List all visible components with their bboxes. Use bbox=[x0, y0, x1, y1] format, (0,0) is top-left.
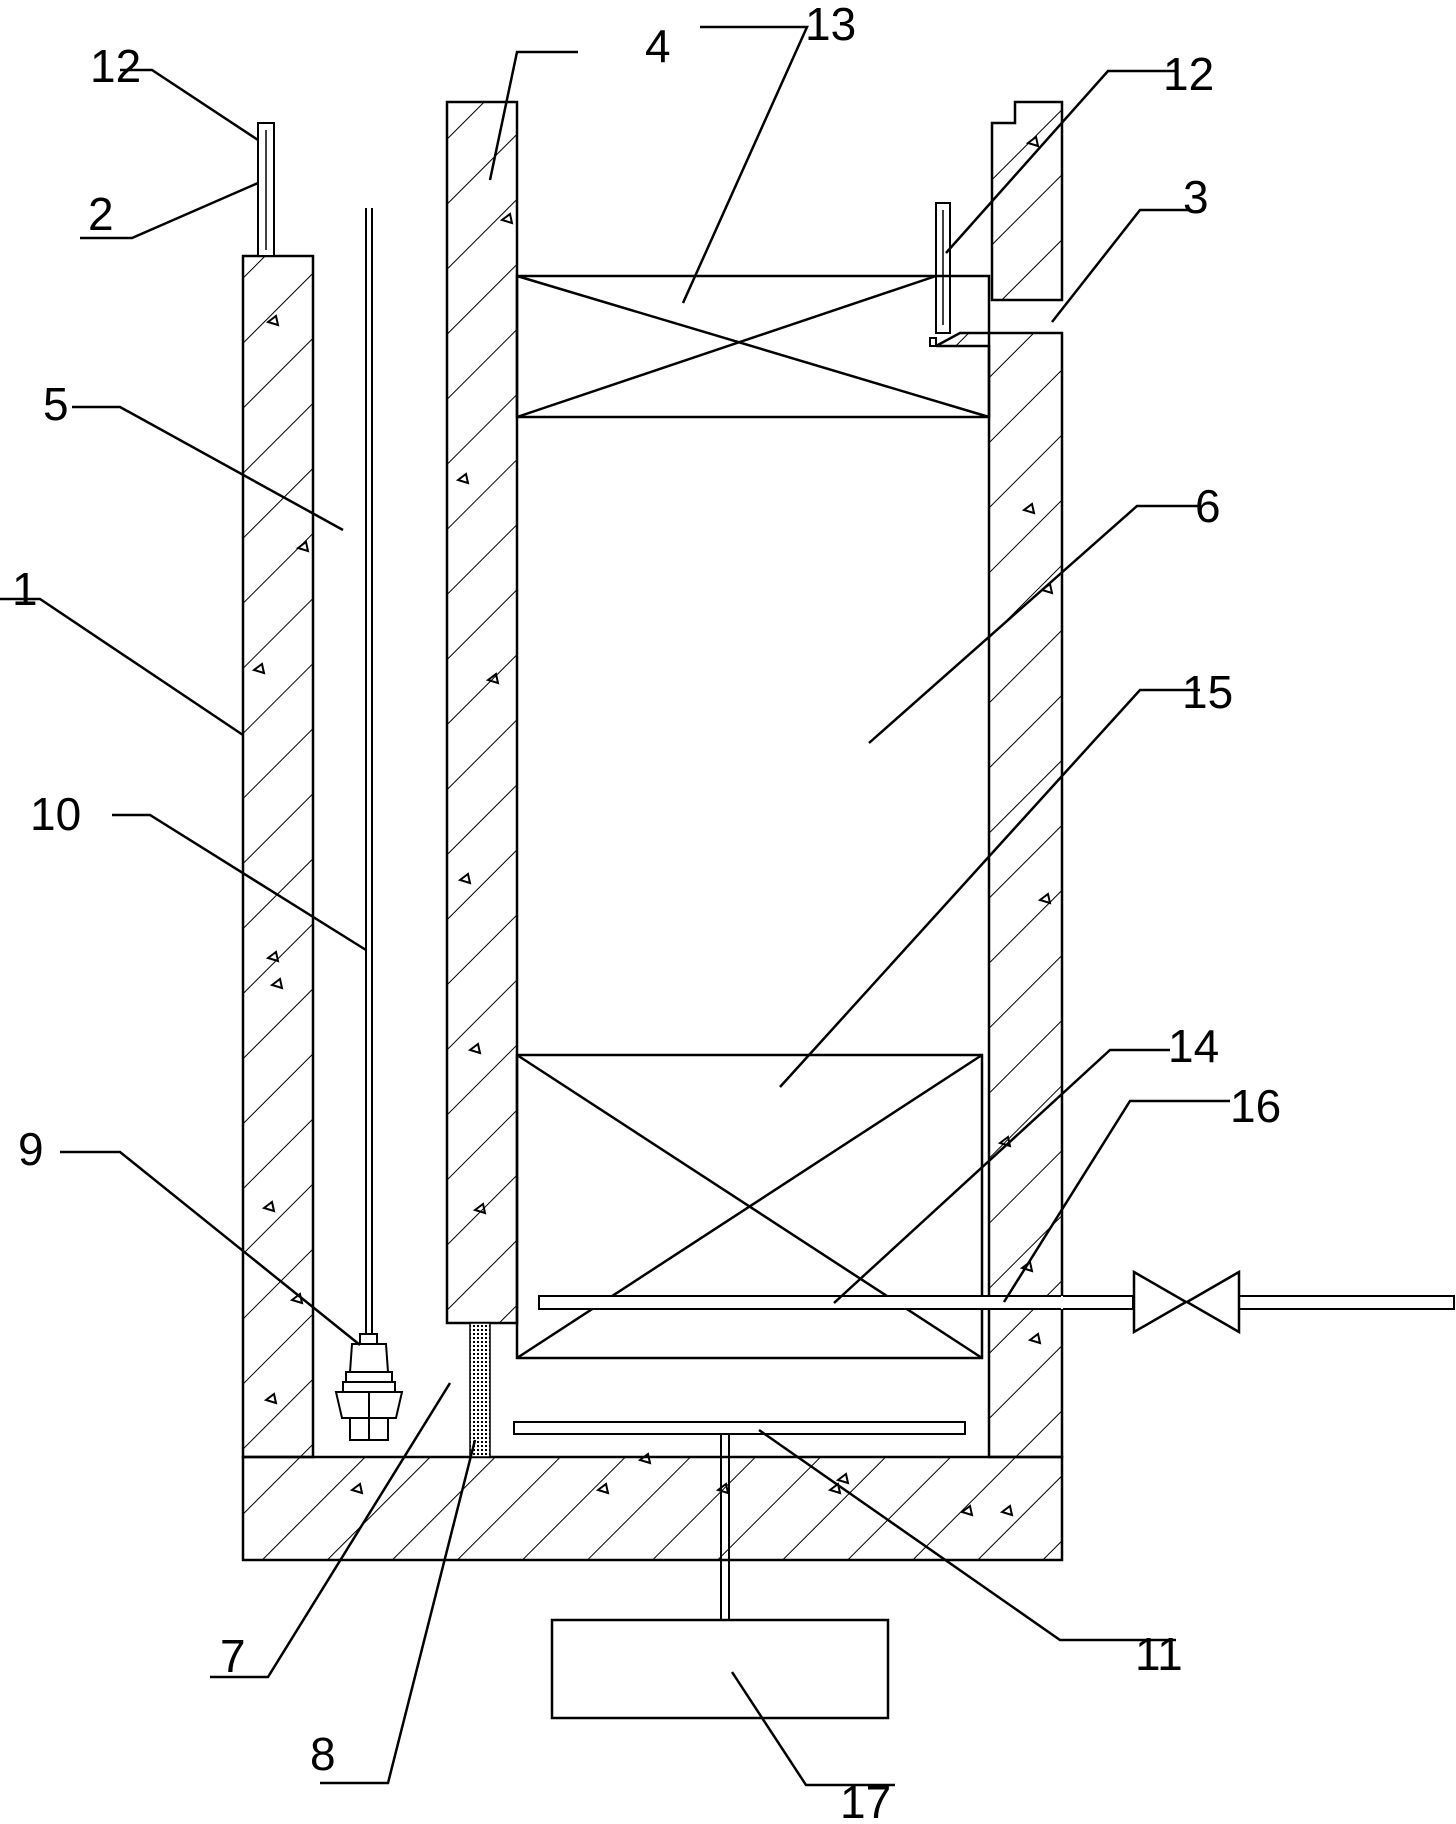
submersible-pump bbox=[334, 1333, 404, 1441]
label-8: 8 bbox=[310, 1728, 336, 1780]
collection-tank bbox=[550, 1618, 890, 1720]
bottom-distribution-plate bbox=[513, 1421, 966, 1435]
outer-left-wall bbox=[241, 254, 315, 1459]
label-13: 13 bbox=[805, 0, 856, 50]
label-9: 9 bbox=[18, 1123, 44, 1175]
label-17: 17 bbox=[840, 1776, 891, 1824]
top-packing bbox=[515, 274, 991, 419]
overflow-weir-ledge bbox=[929, 337, 937, 347]
label-3: 3 bbox=[1183, 171, 1209, 223]
label-11: 11 bbox=[1135, 1628, 1183, 1680]
label-10: 10 bbox=[30, 788, 81, 840]
leader-lines bbox=[0, 25, 1230, 1787]
label-16: 16 bbox=[1230, 1080, 1281, 1132]
label-7: 7 bbox=[220, 1630, 246, 1682]
label-12-right: 12 bbox=[1163, 48, 1214, 100]
perforated-baffle bbox=[469, 1322, 491, 1458]
label-14: 14 bbox=[1168, 1020, 1219, 1072]
aeration-pipe bbox=[538, 1295, 1455, 1310]
label-4: 4 bbox=[645, 20, 671, 72]
right-wall-upper-block bbox=[990, 100, 1064, 302]
label-5: 5 bbox=[43, 378, 69, 430]
label-2: 2 bbox=[88, 188, 114, 240]
label-15: 15 bbox=[1182, 666, 1233, 718]
divider-wall bbox=[445, 100, 519, 1325]
valve bbox=[1132, 1269, 1241, 1335]
lower-packing bbox=[515, 1053, 984, 1360]
label-1: 1 bbox=[12, 563, 38, 615]
label-12-left: 12 bbox=[90, 40, 141, 92]
concrete-aggregate bbox=[251, 135, 1054, 1517]
label-6: 6 bbox=[1195, 480, 1221, 532]
base-slab bbox=[241, 1455, 1064, 1562]
